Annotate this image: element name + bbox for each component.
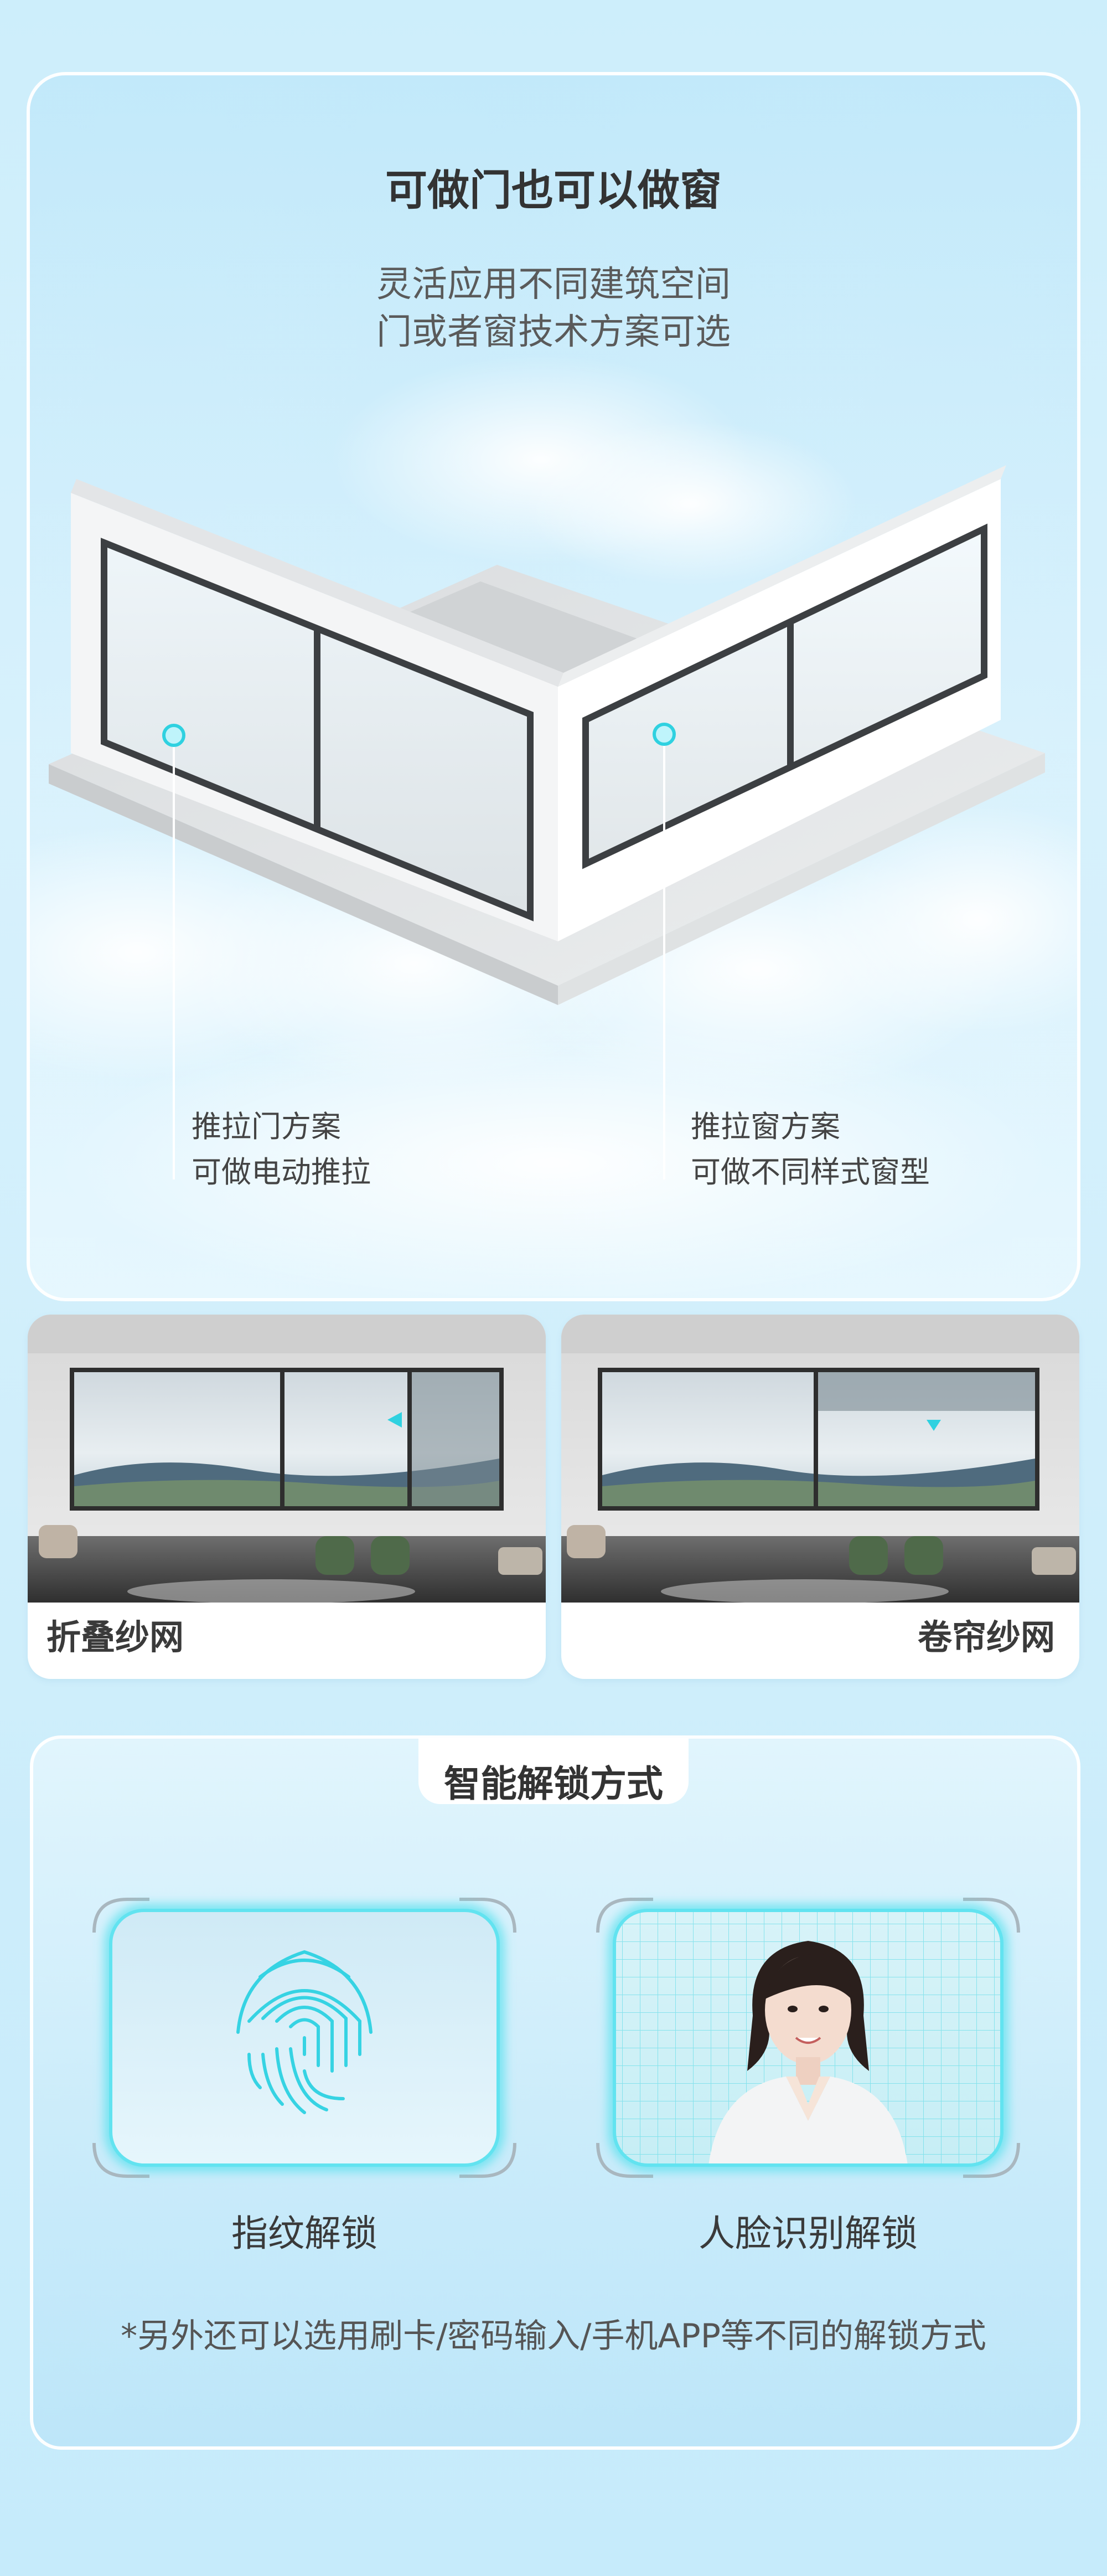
smart-unlock-title-tab bbox=[418, 1738, 689, 1804]
subtitle-line-1: 灵活应用不同建筑空间 bbox=[376, 264, 731, 305]
face-recognition-module bbox=[596, 1898, 1020, 2178]
fingerprint-icon bbox=[236, 1950, 373, 2114]
roller-screen-caption: 卷帘纱网 bbox=[917, 1617, 1055, 1657]
room-illustration bbox=[27, 354, 1080, 1296]
right-frame-top bbox=[558, 465, 1006, 687]
folding-screen-panel: 折叠纱网 bbox=[28, 1315, 546, 1679]
arrow-down-icon bbox=[927, 1420, 941, 1431]
callout-dot-right bbox=[653, 723, 676, 746]
fingerprint-unlock-label: 指纹解锁 bbox=[231, 2212, 377, 2255]
left-frame-top bbox=[71, 479, 563, 687]
roller-screen-panel: 卷帘纱网 bbox=[561, 1315, 1079, 1679]
face-portrait bbox=[708, 1941, 908, 2165]
face-unlock-label: 人脸识别解锁 bbox=[699, 2212, 918, 2255]
floor-slab-edge-right bbox=[558, 753, 1045, 1005]
right-glass bbox=[582, 523, 987, 869]
floor-slab-edge-left bbox=[49, 764, 558, 1005]
callout-right-desc: 可做不同样式窗型 bbox=[691, 1155, 930, 1189]
cloud bbox=[801, 803, 1080, 1035]
roller-screen-photo bbox=[561, 1315, 1079, 1604]
fingerprint-module bbox=[92, 1898, 516, 2178]
smart-unlock-title: 智能解锁方式 bbox=[444, 1763, 663, 1805]
folding-screen-photo bbox=[28, 1315, 546, 1604]
folding-screen-caption: 折叠纱网 bbox=[46, 1617, 184, 1657]
callout-left-desc: 可做电动推拉 bbox=[192, 1155, 371, 1189]
callout-right-title: 推拉窗方案 bbox=[691, 1109, 840, 1144]
arrow-left-icon bbox=[387, 1412, 402, 1428]
callout-dot-left bbox=[162, 724, 185, 747]
subtitle-line-2: 门或者窗技术方案可选 bbox=[376, 312, 731, 353]
cloud bbox=[525, 421, 857, 587]
cloud bbox=[54, 1019, 1051, 1296]
unlock-methods-note: *另外还可以选用刷卡/密码输入/手机APP等不同的解锁方式 bbox=[121, 2317, 986, 2356]
callout-left-title: 推拉门方案 bbox=[192, 1109, 341, 1144]
section-title: 可做门也可以做窗 bbox=[385, 166, 722, 215]
